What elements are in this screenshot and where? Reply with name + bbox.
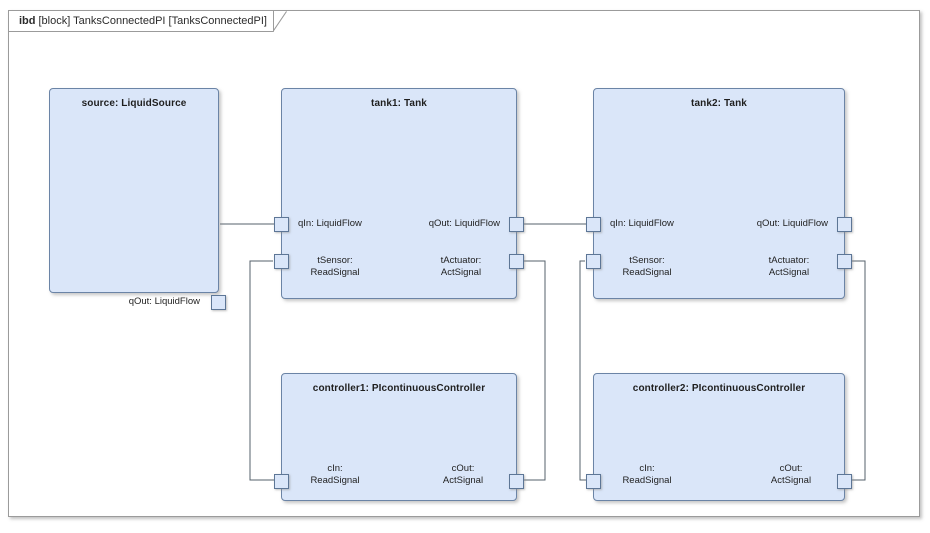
diagram-frame-header-slant [273,11,287,32]
port-tank2-tsensor-label: tSensor: ReadSignal [622,255,672,278]
port-tank2-tactuator-label: tActuator: ActSignal [768,255,810,278]
port-tank2-tsensor[interactable] [586,254,601,269]
port-tank2-qin[interactable] [586,217,601,232]
block-controller2-title: controller2: PIcontinuousController [632,383,806,394]
connector-tank1-tactuator-to-controller1-cout[interactable] [517,260,546,481]
connector-layer [220,223,866,481]
port-tank2-qout[interactable] [837,217,852,232]
port-tank1-tactuator[interactable] [509,254,524,269]
port-tank1-tsensor[interactable] [274,254,289,269]
block-tank1-title: tank1: Tank [371,98,427,109]
port-tank2-tactuator[interactable] [837,254,852,269]
port-tank2-qout-label: qOut: LiquidFlow [756,218,828,229]
connector-tank1-tsensor-to-controller1-cin[interactable] [249,260,281,481]
block-tank1[interactable]: tank1: Tank qIn: LiquidFlow qOut: Liquid… [274,88,524,299]
port-controller2-cout-label: cOut: ActSignal [770,463,812,486]
block-source[interactable]: source: LiquidSource qOut: LiquidFlow [49,88,226,310]
block-tank2-title: tank2: Tank [691,98,747,109]
diagram-frame: ibd [block] TanksConnectedPI [TanksConne… [8,10,920,517]
block-controller1-title: controller1: PIcontinuousController [312,383,486,394]
port-controller1-cout[interactable] [509,474,524,489]
diagram-frame-header[interactable]: ibd [block] TanksConnectedPI [TanksConne… [9,11,287,32]
block-tank2[interactable]: tank2: Tank qIn: LiquidFlow qOut: Liquid… [586,88,852,299]
port-controller2-cin-label: cIn: ReadSignal [622,463,672,486]
port-controller1-cin[interactable] [274,474,289,489]
port-tank2-qin-label: qIn: LiquidFlow [610,218,674,229]
port-tank1-qout-label: qOut: LiquidFlow [428,218,500,229]
diagram-frame-header-label: ibd [block] TanksConnectedPI [TanksConne… [9,11,274,32]
diagram-title-label: [block] TanksConnectedPI [TanksConnected… [38,15,268,27]
block-controller1[interactable]: controller1: PIcontinuousController cIn:… [274,373,524,501]
connector-tank2-tactuator-to-controller2-cout[interactable] [845,260,866,481]
port-controller2-cout[interactable] [837,474,852,489]
port-source-qout-label: qOut: LiquidFlow [128,296,200,307]
diagram-canvas: source: LiquidSource qOut: LiquidFlow ta… [9,11,921,518]
block-controller2[interactable]: controller2: PIcontinuousController cIn:… [586,373,852,501]
port-tank1-qin[interactable] [274,217,289,232]
diagram-kind-label: ibd [19,15,36,27]
port-controller1-cin-label: cIn: ReadSignal [310,463,360,486]
block-source-title: source: LiquidSource [81,98,187,109]
port-tank1-tactuator-label: tActuator: ActSignal [440,255,482,278]
connector-tank2-tsensor-to-controller2-cin[interactable] [579,260,593,481]
port-controller2-cin[interactable] [586,474,601,489]
port-tank1-qin-label: qIn: LiquidFlow [298,218,362,229]
port-tank1-qout[interactable] [509,217,524,232]
port-source-qout[interactable] [211,295,226,310]
port-controller1-cout-label: cOut: ActSignal [442,463,484,486]
port-tank1-tsensor-label: tSensor: ReadSignal [310,255,360,278]
